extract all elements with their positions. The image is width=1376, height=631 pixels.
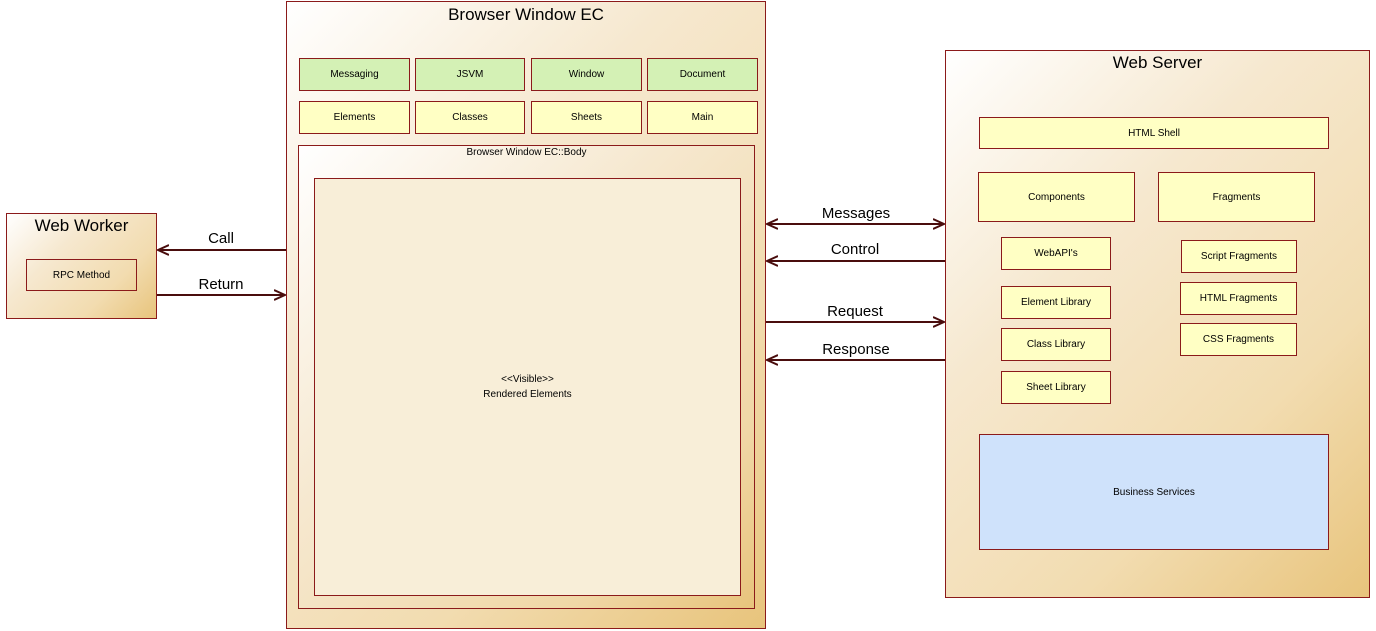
element-library-box[interactable]: Element Library (1001, 286, 1111, 319)
fragments-box[interactable]: Fragments (1158, 172, 1315, 222)
web-server-frame: Web Server HTML Shell Components Fragmen… (945, 50, 1370, 598)
css-fragments-box[interactable]: CSS Fragments (1180, 323, 1297, 356)
browser-window-frame: Browser Window EC Messaging JSVM Window … (286, 1, 766, 629)
web-worker-frame: Web Worker RPC Method (6, 213, 157, 319)
rendered-elements-region[interactable]: <<Visible>> Rendered Elements (314, 178, 741, 596)
window-box[interactable]: Window (531, 58, 642, 91)
rpc-method-box[interactable]: RPC Method (26, 259, 137, 291)
elements-box[interactable]: Elements (299, 101, 410, 134)
browser-window-title: Browser Window EC (448, 5, 604, 24)
messaging-box[interactable]: Messaging (299, 58, 410, 91)
call-label: Call (208, 230, 234, 247)
html-shell-box[interactable]: HTML Shell (979, 117, 1329, 149)
sheet-library-box[interactable]: Sheet Library (1001, 371, 1111, 404)
response-label: Response (822, 341, 890, 358)
control-label: Control (830, 241, 880, 258)
request-label: Request (827, 303, 883, 320)
script-fragments-box[interactable]: Script Fragments (1181, 240, 1297, 273)
class-library-box[interactable]: Class Library (1001, 328, 1111, 361)
web-server-title: Web Server (1112, 53, 1203, 72)
html-fragments-box[interactable]: HTML Fragments (1180, 282, 1297, 315)
classes-box[interactable]: Classes (415, 101, 525, 134)
return-label: Return (198, 276, 244, 293)
components-box[interactable]: Components (978, 172, 1135, 222)
browser-body-title: Browser Window EC::Body (466, 147, 587, 158)
visible-stereotype: <<Visible>> (501, 374, 554, 385)
webapis-box[interactable]: WebAPI's (1001, 237, 1111, 270)
document-box[interactable]: Document (647, 58, 758, 91)
rendered-elements-label: Rendered Elements (483, 389, 572, 400)
web-worker-title: Web Worker (34, 216, 129, 235)
messages-label: Messages (821, 205, 891, 222)
sheets-box[interactable]: Sheets (531, 101, 642, 134)
business-services-box[interactable]: Business Services (979, 434, 1329, 550)
browser-body-frame: Browser Window EC::Body <<Visible>> Rend… (298, 145, 755, 609)
main-box[interactable]: Main (647, 101, 758, 134)
jsvm-box[interactable]: JSVM (415, 58, 525, 91)
